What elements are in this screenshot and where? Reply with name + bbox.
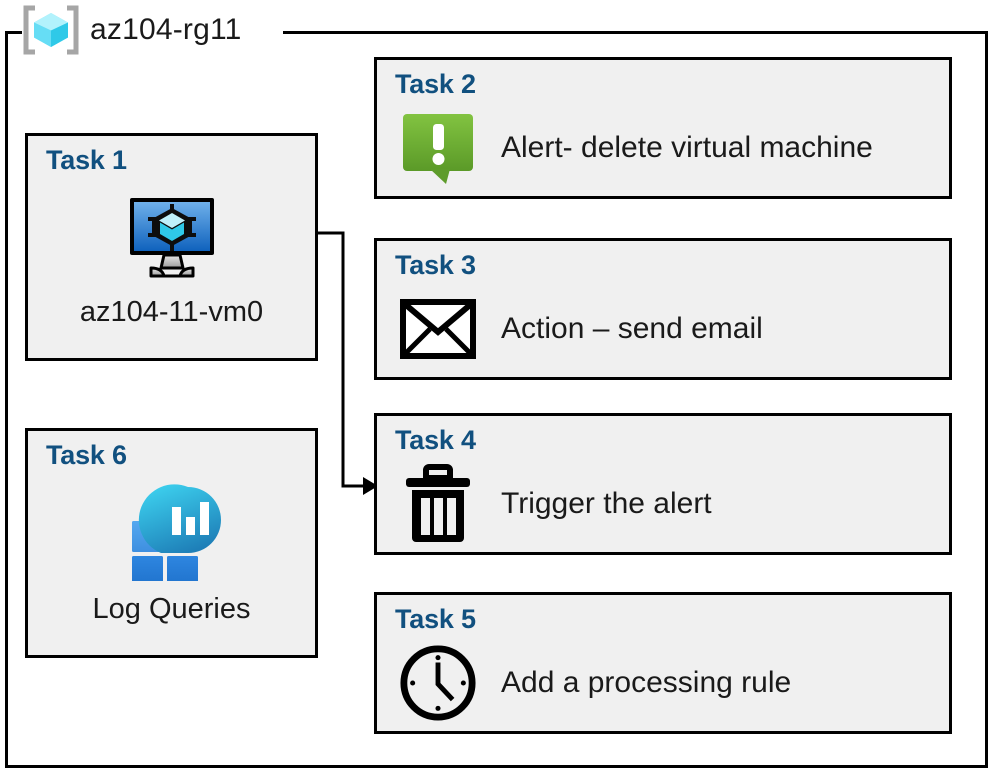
clock-icon [400, 645, 476, 721]
card-task6-label: Task 6 [46, 440, 127, 470]
card-task6-icon-wrap [28, 483, 315, 581]
resource-group-frame-top-right [283, 31, 988, 34]
resource-group-title: az104-rg11 [22, 2, 250, 58]
resource-group-frame-top-left [5, 31, 27, 34]
card-task5-body: Add a processing rule [399, 641, 939, 725]
alert-exclamation-icon [403, 114, 473, 184]
resource-group-cube-icon [23, 5, 79, 55]
virtual-machine-icon [129, 198, 214, 278]
card-task5[interactable]: Task 5 Add a processing rule [374, 592, 952, 734]
card-task4-caption: Trigger the alert [501, 487, 712, 520]
card-task1-label: Task 1 [46, 145, 127, 175]
trash-delete-icon [406, 464, 470, 542]
card-task1-caption: az104-11-vm0 [79, 296, 264, 328]
card-task3-label: Task 3 [395, 250, 476, 280]
card-task3-icon-wrap [399, 299, 477, 359]
card-task2-label: Task 2 [395, 69, 476, 99]
card-task1[interactable]: Task 1 [25, 133, 318, 361]
card-task5-icon-wrap [399, 643, 477, 723]
resource-group-frame-left [5, 31, 8, 768]
card-task5-label: Task 5 [395, 604, 476, 634]
resource-group-frame-right [985, 31, 988, 768]
card-task6-caption: Log Queries [92, 593, 251, 625]
card-task3-body: Action – send email [399, 287, 939, 371]
card-task6[interactable]: Task 6 [25, 428, 318, 658]
card-task4-body: Trigger the alert [399, 462, 939, 546]
card-task3-caption: Action – send email [501, 312, 763, 345]
card-task3[interactable]: Task 3 Action – send email [374, 238, 952, 380]
card-task2-caption: Alert- delete virtual machine [501, 131, 873, 164]
resource-group-name: az104-rg11 [90, 13, 242, 46]
card-task4-icon-wrap [399, 464, 477, 544]
card-task2-body: Alert- delete virtual machine [399, 106, 939, 190]
resource-group-frame-bottom [5, 765, 988, 768]
card-task2[interactable]: Task 2 Alert- delete virtual machin [374, 57, 952, 199]
card-task4[interactable]: Task 4 Trigger the alert [374, 413, 952, 555]
card-task2-icon-wrap [399, 111, 477, 185]
email-envelope-icon [400, 299, 476, 359]
card-task5-caption: Add a processing rule [501, 666, 792, 699]
card-task4-label: Task 4 [395, 425, 476, 455]
log-analytics-icon [131, 484, 221, 581]
card-task1-icon-wrap [28, 194, 315, 282]
